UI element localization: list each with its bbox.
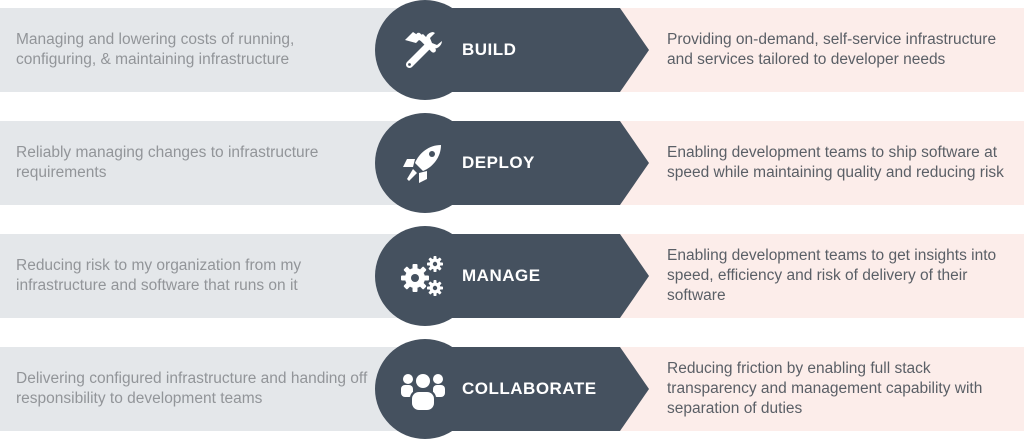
collaborate-badge: COLLABORATE xyxy=(375,339,650,439)
right-band xyxy=(610,121,1024,205)
row-deploy: Reliably managing changes to infrastruct… xyxy=(0,113,1024,213)
deploy-badge: DEPLOY xyxy=(375,113,650,213)
row-build: Managing and lowering costs of running, … xyxy=(0,0,1024,100)
row-collaborate: Delivering configured infrastructure and… xyxy=(0,339,1024,439)
left-band xyxy=(0,347,420,431)
rocket-icon xyxy=(403,145,441,183)
left-description: Reliably managing changes to infrastruct… xyxy=(16,144,319,181)
left-description: Delivering configured infrastructure and… xyxy=(16,370,368,407)
hammer-wrench-icon xyxy=(405,32,442,69)
right-description: Enabling development teams to get insigh… xyxy=(667,247,997,304)
left-description: Reducing risk to my organization from my… xyxy=(16,257,302,294)
badge-label: COLLABORATE xyxy=(462,379,597,398)
row-manage: Reducing risk to my organization from my… xyxy=(0,226,1024,326)
badge-label: DEPLOY xyxy=(462,153,535,172)
badge-label: MANAGE xyxy=(462,266,541,285)
left-band xyxy=(0,234,420,318)
badge-shape xyxy=(375,226,649,326)
left-band xyxy=(0,121,420,205)
manage-badge: MANAGE xyxy=(375,226,650,326)
right-description: Enabling development teams to ship softw… xyxy=(667,144,1004,181)
right-description: Providing on-demand, self-service infras… xyxy=(667,31,997,68)
people-group-icon xyxy=(401,372,445,412)
badge-label: BUILD xyxy=(462,40,517,59)
gears-icon xyxy=(401,256,443,296)
right-band xyxy=(610,234,1024,318)
build-badge: BUILD xyxy=(375,0,650,100)
left-description: Managing and lowering costs of running, … xyxy=(16,31,295,68)
right-description: Reducing friction by enabling full stack… xyxy=(667,360,983,417)
right-band xyxy=(610,347,1024,431)
right-band xyxy=(610,8,1024,92)
left-band xyxy=(0,8,420,92)
